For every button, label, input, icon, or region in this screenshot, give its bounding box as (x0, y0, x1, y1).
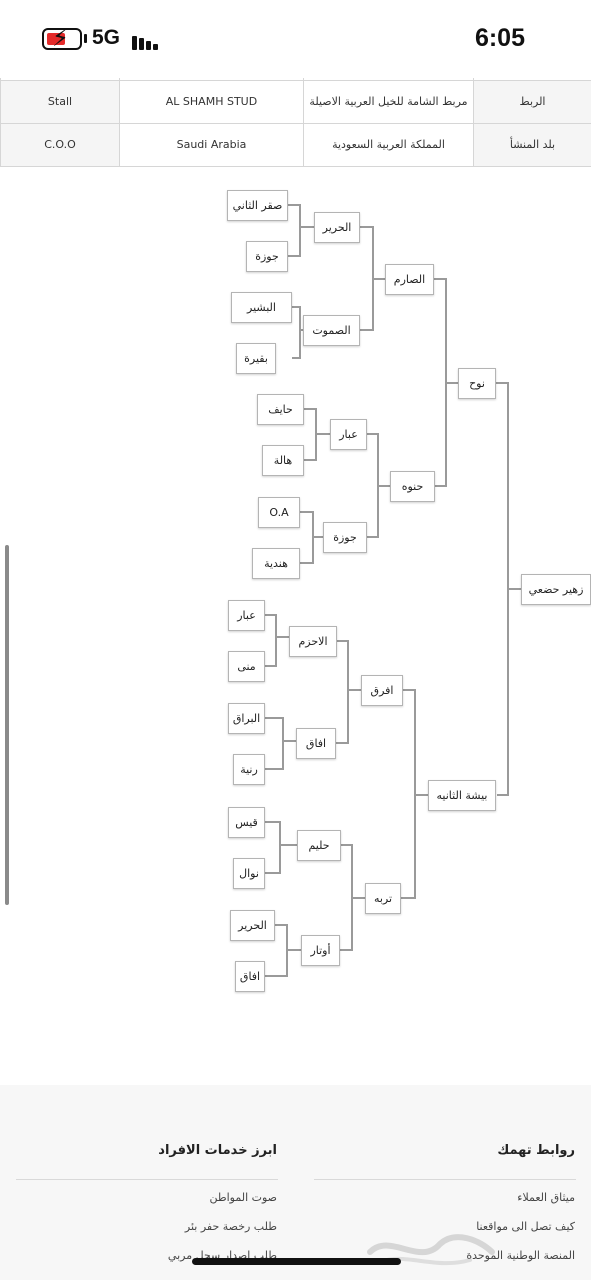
pedigree-ancestor-node[interactable]: صقر الثاني (227, 190, 288, 221)
footer-link[interactable]: كيف تصل الى مواقعنا (476, 1220, 575, 1233)
pedigree-ancestor-node[interactable]: الاحزم (289, 626, 337, 657)
footer-services-title: ابرز خدمات الافراد (158, 1143, 277, 1158)
pedigree-ancestor-node[interactable]: منى (228, 651, 265, 682)
footer-links-title: روابط تهمك (497, 1143, 575, 1158)
coo-label-en: C.O.O (0, 122, 120, 167)
footer-link[interactable]: ميثاق العملاء (517, 1191, 575, 1204)
pedigree-connector-lines (265, 204, 521, 977)
site-footer: روابط تهمك ابرز خدمات الافراد ميثاق العم… (0, 1085, 591, 1280)
charging-bolt-icon: ⚡ (52, 24, 69, 52)
cellular-signal-icon (132, 32, 162, 50)
battery-cap (84, 34, 87, 43)
coo-value-en: Saudi Arabia (119, 122, 304, 167)
home-indicator[interactable] (192, 1258, 401, 1265)
pedigree-ancestor-node[interactable]: افاق (296, 728, 336, 759)
pedigree-ancestor-node[interactable]: الحرير (314, 212, 360, 243)
table-row: C.O.O Saudi Arabia المملكة العربية السعو… (0, 122, 591, 167)
pedigree-ancestor-node[interactable]: هالة (262, 445, 304, 476)
pedigree-ancestor-node[interactable]: الصموت (303, 315, 360, 346)
pedigree-ancestor-node[interactable]: قيس (228, 807, 265, 838)
pedigree-subject-horse[interactable]: زهير حضعي (521, 574, 591, 605)
pedigree-ancestor-node[interactable]: الصارم (385, 264, 434, 295)
pedigree-ancestor-node[interactable]: افاق (235, 961, 265, 992)
pedigree-ancestor-node[interactable]: رنية (233, 754, 265, 785)
pedigree-ancestor-node[interactable]: هندية (252, 548, 300, 579)
pedigree-ancestor-node[interactable]: البشير (231, 292, 292, 323)
horse-info-table: Stall AL SHAMH STUD مربط الشامة للخيل ال… (0, 78, 591, 167)
pedigree-ancestor-node[interactable]: تربه (365, 883, 401, 914)
pedigree-ancestor-node[interactable]: الحرير (230, 910, 275, 941)
network-type: 5G (92, 26, 121, 49)
coo-label-ar: بلد المنشأ (473, 122, 591, 167)
pedigree-ancestor-node[interactable]: حليم (297, 830, 341, 861)
pedigree-ancestor-node[interactable]: نوال (233, 858, 265, 889)
pedigree-ancestor-node[interactable]: نوح (458, 368, 496, 399)
pedigree-ancestor-node[interactable]: O.A (258, 497, 300, 528)
pedigree-ancestor-node[interactable]: بقيرة (236, 343, 276, 374)
stall-value-ar: مربط الشامة للخيل العربية الاصيلة (303, 79, 474, 124)
footer-link[interactable]: المنصة الوطنية الموحدة (466, 1249, 575, 1262)
pedigree-ancestor-node[interactable]: افرق (361, 675, 403, 706)
pedigree-ancestor-node[interactable]: جوزة (246, 241, 288, 272)
pedigree-ancestor-node[interactable]: بيشة الثانيه (428, 780, 496, 811)
battery-icon (42, 28, 82, 50)
stall-label-ar: الربط (473, 79, 591, 124)
pedigree-ancestor-node[interactable]: أوتار (301, 935, 340, 966)
stall-label-en: Stall (0, 79, 120, 124)
stall-value-en: AL SHAMH STUD (119, 79, 304, 124)
pedigree-ancestor-node[interactable]: عبار (228, 600, 265, 631)
pedigree-ancestor-node[interactable]: البراق (228, 703, 265, 734)
table-row: Stall AL SHAMH STUD مربط الشامة للخيل ال… (0, 79, 591, 124)
pedigree-ancestor-node[interactable]: حنوه (390, 471, 435, 502)
scroll-indicator[interactable] (5, 545, 9, 905)
footer-link[interactable]: طلب رخصة حفر بئر (184, 1220, 277, 1233)
footer-links-column: روابط تهمك (313, 1143, 575, 1158)
pedigree-ancestor-node[interactable]: جوزة (323, 522, 367, 553)
pedigree-ancestor-node[interactable]: عبار (330, 419, 367, 450)
status-time: 6:05 (474, 24, 525, 52)
footer-link[interactable]: صوت المواطن (209, 1191, 277, 1204)
footer-services-column: ابرز خدمات الافراد (15, 1143, 277, 1158)
pedigree-ancestor-node[interactable]: حايف (257, 394, 304, 425)
status-bar: ⚡ 5G 6:05 (0, 0, 591, 78)
coo-value-ar: المملكة العربية السعودية (303, 122, 474, 167)
pedigree-chart: زهير حضعي نوح بيشة الثانيه الصارم حنوه افرق تر… (0, 165, 591, 1015)
